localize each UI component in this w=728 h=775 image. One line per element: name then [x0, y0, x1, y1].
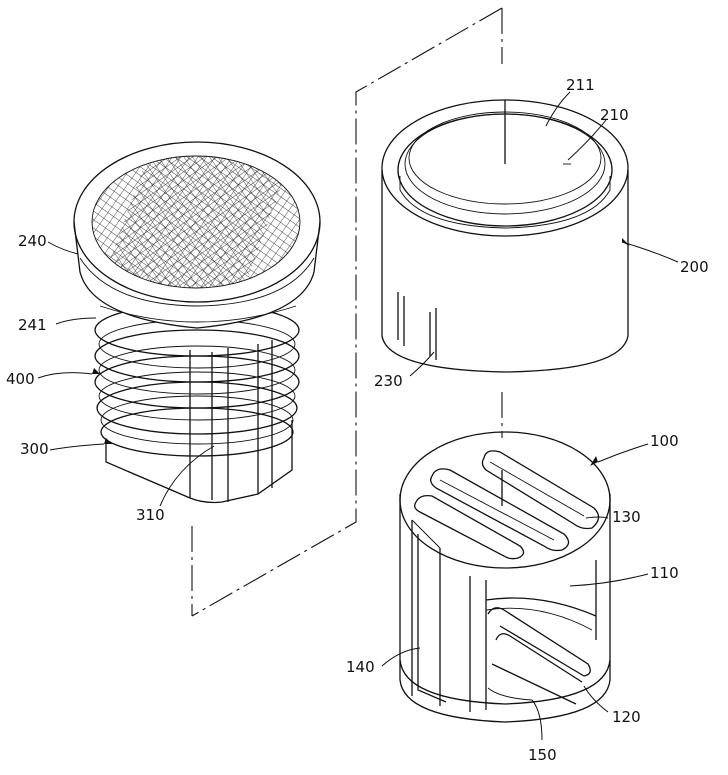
filter-assembly: [73, 141, 321, 504]
filter-cap: [73, 141, 321, 329]
label-300: 300: [20, 440, 49, 458]
label-241: 241: [18, 316, 47, 334]
label-240: 240: [18, 232, 47, 250]
label-210: 210: [600, 106, 629, 124]
label-230: 230: [374, 372, 403, 390]
label-400: 400: [6, 370, 35, 388]
label-130: 130: [612, 508, 641, 526]
sleeve-200: [381, 99, 629, 373]
label-140: 140: [346, 658, 375, 676]
label-120: 120: [612, 708, 641, 726]
leader-lines: [37, 91, 679, 741]
holder-100: [399, 431, 611, 723]
label-200: 200: [680, 258, 709, 276]
section-plane: [191, 7, 503, 617]
label-150: 150: [528, 746, 557, 764]
arrowheads: [92, 238, 630, 466]
label-211: 211: [566, 76, 595, 94]
label-310: 310: [136, 506, 165, 524]
label-100: 100: [650, 432, 679, 450]
label-110: 110: [650, 564, 679, 582]
